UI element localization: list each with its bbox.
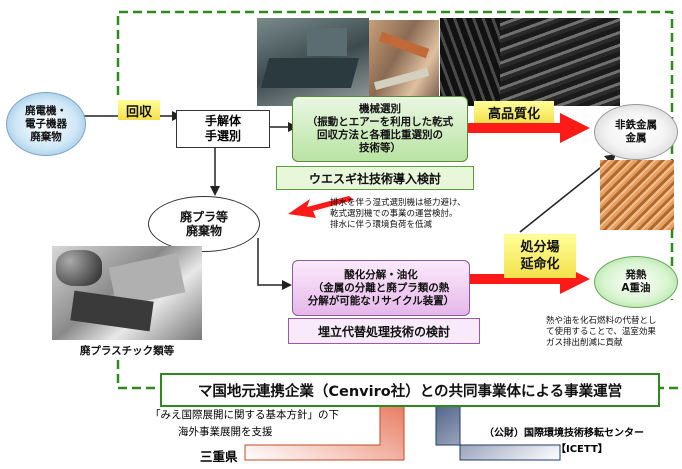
landfill-label: 処分場 延命化 — [504, 234, 576, 278]
uesugi-caption: ウエスギ社技術導入検討 — [276, 166, 474, 190]
landfill-alt-caption: 埋立代替処理技術の検討 — [288, 318, 480, 344]
mie-policy-line1: 「みえ国際展開に関する基本方針」の下 — [150, 409, 339, 421]
nonferrous-metal-ellipse: 非鉄金属 金属 — [594, 104, 678, 160]
copper-rods-photo — [600, 160, 674, 230]
mie-prefecture: 三重県 — [200, 449, 238, 464]
source-line1: 廃電機・ — [25, 104, 67, 117]
mie-policy-line2: 海外事業展開を支援 — [178, 426, 273, 438]
plastics-line2: 廃棄物 — [185, 224, 222, 238]
joint-venture-box: マ国地元連携企業（Cenviro社）との共同事業体による事業運営 — [160, 373, 660, 407]
heat-oil-ellipse: 発熱 A重油 — [594, 256, 678, 308]
mechanical-line4: 技術等） — [359, 142, 401, 154]
oxidation-line3: 分解が可能なリサイクル装置） — [307, 294, 455, 307]
red-arrow-wet — [288, 196, 354, 218]
oxidation-line2: （金属の分離と廃プラ類の熱 — [312, 281, 450, 294]
icett-line2: 【ICETT】 — [556, 444, 608, 455]
nonferrous-line2: 金属 — [625, 132, 647, 144]
icett-line1: （公財）国際環境技術移転センター — [484, 428, 644, 439]
joint-venture-text: マ国地元連携企業（Cenviro社）との共同事業体による事業運営 — [197, 383, 623, 400]
uesugi-caption-text: ウエスギ社技術導入検討 — [308, 171, 441, 186]
collect-label: 回収 — [118, 100, 160, 120]
note-wet-line3: 排水に伴う環境負荷を低減 — [330, 220, 433, 230]
source-line2: 電子機器 — [25, 117, 67, 130]
oxidation-line1: 酸化分解・油化 — [344, 268, 418, 281]
oxidation-box: 酸化分解・油化 （金属の分離と廃プラ類の熱 分解が可能なリサイクル装置） — [292, 260, 470, 316]
heat-line1: 発熱 — [625, 269, 647, 281]
waste-plastic-photo: 廃プラスチック類等 — [52, 246, 202, 360]
note-wet-line2: 乾式選別機での事業の運営検討。 — [330, 209, 458, 219]
note-wet-line1: 排水を伴う湿式選別機は極力避け、 — [330, 198, 466, 208]
manual-line1: 手解体 — [204, 114, 241, 128]
note-heat-line2: て使用することで、温室効果 — [546, 327, 656, 337]
nonferrous-line1: 非鉄金属 — [615, 119, 657, 131]
landfill-line2: 延命化 — [520, 257, 560, 272]
quality-text: 高品質化 — [487, 106, 540, 122]
recycling-photo-mechanical — [257, 18, 369, 106]
collect-text: 回収 — [125, 104, 152, 120]
quality-label: 高品質化 — [474, 101, 554, 123]
mechanical-line2: （振動とエアーを利用した乾式 — [306, 116, 454, 128]
waste-plastic-ellipse: 廃プラ等 廃棄物 — [148, 196, 260, 252]
manual-line2: 手選別 — [204, 129, 241, 143]
heat-line2: A重油 — [621, 282, 651, 294]
landfill-line1: 処分場 — [520, 240, 560, 255]
mechanical-line1: 機械選別 — [359, 103, 401, 115]
recycling-photo-scrap — [369, 20, 439, 106]
source-line3: 廃棄物 — [30, 130, 62, 143]
mechanical-line3: 回収方法と各種比重選別の — [317, 129, 443, 141]
wet-process-note: 排水を伴う湿式選別機は極力避け、 乾式選別機での事業の運営検討。 排水に伴う環境… — [330, 198, 466, 231]
mechanical-sorting-box: 機械選別 （振動とエアーを利用した乾式 回収方法と各種比重選別の 技術等） — [292, 96, 468, 162]
note-heat-line3: ガス排出削減に貢献 — [546, 338, 623, 348]
landfill-alt-caption-text: 埋立代替処理技術の検討 — [317, 324, 450, 339]
waste-plastic-caption: 廃プラスチック類等 — [79, 344, 175, 357]
heat-note: 熱や油を化石燃料の代替とし て使用することで、温室効果 ガス排出削減に貢献 — [546, 316, 657, 349]
recycling-photo-wires — [500, 18, 620, 106]
recycling-photo-cables — [440, 18, 500, 106]
plastics-line1: 廃プラ等 — [179, 210, 228, 224]
red-arrow-quality — [466, 113, 590, 143]
source-waste-ellipse: 廃電機・ 電子機器 廃棄物 — [6, 92, 86, 156]
manual-sorting-box: 手解体 手選別 — [176, 110, 270, 148]
note-heat-line1: 熱や油を化石燃料の代替とし — [546, 316, 657, 326]
